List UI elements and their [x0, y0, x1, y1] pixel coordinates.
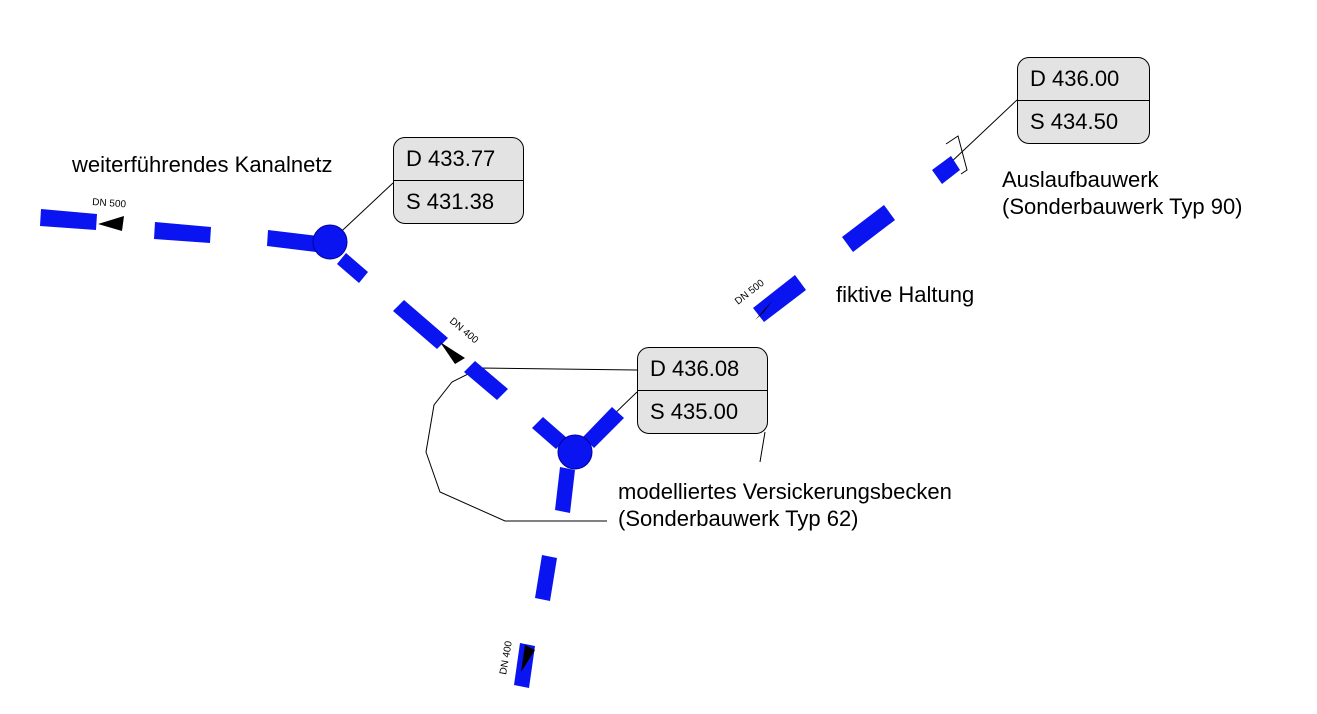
node-3-depth: D 436.00	[1018, 58, 1149, 101]
node-info-box-3[interactable]: D 436.00 S 434.50	[1017, 57, 1150, 144]
node-2-depth: D 436.08	[638, 348, 767, 391]
flow-arrow-icon	[440, 342, 465, 364]
pipe-segment	[532, 417, 567, 449]
manhole-node-1[interactable]	[312, 224, 348, 260]
label-outlet-line-2: (Sonderbauwerk Typ 90)	[1002, 194, 1243, 219]
pipe-segment	[842, 205, 895, 252]
label-fictive-pipe: fiktive Haltung	[836, 282, 975, 307]
pipe-segment	[583, 407, 624, 448]
leader-line-n3	[947, 99, 1018, 166]
flow-arrow-icon	[98, 216, 124, 231]
pipe-segment	[932, 156, 960, 184]
pipe-segment	[535, 555, 557, 601]
flow-arrow-icon	[755, 300, 773, 320]
pipe-segment	[555, 467, 575, 513]
manhole-node-2[interactable]	[557, 434, 593, 470]
basin-outline-right	[759, 431, 766, 463]
label-outlet-line-1: Auslaufbauwerk	[1002, 167, 1159, 192]
flow-arrow-icon	[521, 645, 535, 672]
node-info-box-2[interactable]: D 436.08 S 435.00	[637, 347, 768, 434]
pipe-segment	[337, 253, 368, 283]
node-1-depth: D 433.77	[394, 138, 523, 181]
pipe-segment	[154, 222, 211, 243]
label-network: weiterführendes Kanalnetz	[72, 152, 333, 177]
pipe-segments	[40, 156, 960, 688]
pipe-segment	[393, 300, 448, 349]
node-1-sole: S 431.38	[406, 189, 495, 214]
node-2-sole: S 435.00	[650, 399, 739, 424]
label-basin-line-2: (Sonderbauwerk Typ 62)	[618, 506, 859, 531]
dn-label-south: DN 400	[498, 640, 515, 676]
pipe-segment	[40, 209, 97, 230]
label-basin-line-1: modelliertes Versickerungsbecken	[618, 479, 952, 504]
pipe-segment	[267, 230, 318, 252]
basin-outline	[425, 367, 638, 522]
pipe-segment	[464, 361, 508, 400]
outlet-structure-outline	[945, 135, 968, 175]
dn-label-mid: DN 400	[447, 316, 480, 347]
node-3-sole: S 434.50	[1030, 109, 1119, 134]
dn-label-west: DN 500	[92, 197, 127, 210]
node-info-box-1[interactable]: D 433.77 S 431.38	[393, 137, 524, 224]
pipe-segment	[753, 275, 806, 322]
